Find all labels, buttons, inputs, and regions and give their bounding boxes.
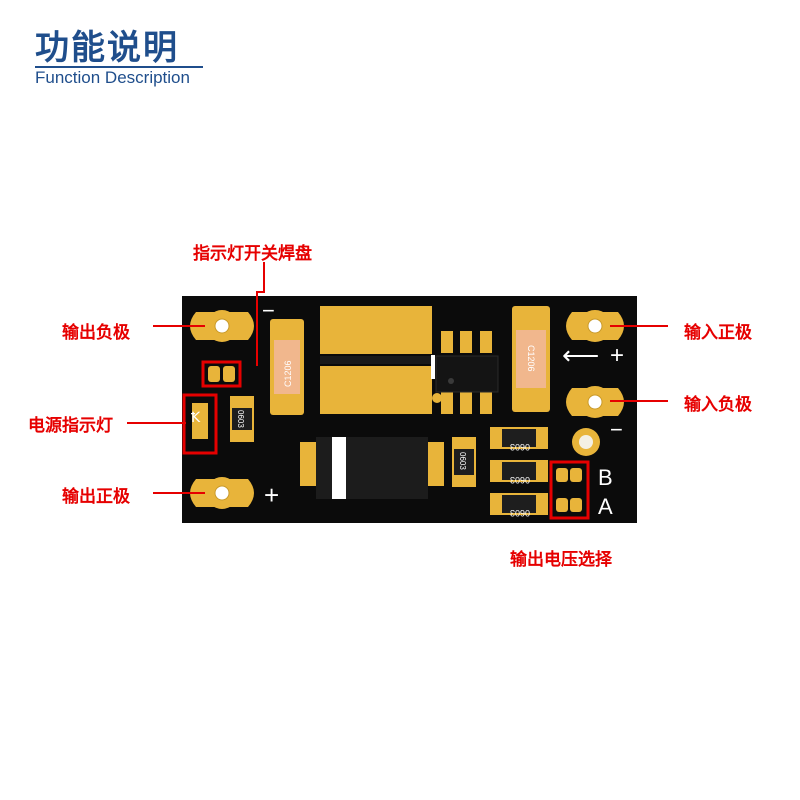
leader-lines	[127, 262, 668, 494]
svg-text:C1206: C1206	[526, 345, 536, 372]
inductor-pads	[320, 306, 432, 414]
svg-text:0603: 0603	[236, 410, 245, 428]
svg-text:Ꝁ: Ꝁ	[191, 409, 201, 425]
resistor-middle: 0603	[452, 437, 476, 487]
svg-text:0603: 0603	[458, 452, 467, 470]
resistor-led: 0603	[230, 396, 254, 442]
test-pad	[572, 428, 600, 456]
indicator-switch-highlight	[201, 360, 242, 388]
svg-text:0603: 0603	[510, 442, 530, 452]
voltage-select-highlight	[549, 460, 590, 520]
title-underline	[35, 66, 203, 68]
indicator-switch-pad	[208, 366, 235, 382]
silk-b: B	[598, 465, 613, 490]
svg-text:C1206: C1206	[283, 360, 293, 387]
input-positive-pad	[566, 310, 624, 342]
page-subtitle: Function Description	[35, 68, 190, 87]
silk-plus-right: +	[610, 342, 624, 369]
label-output-voltage-select: 输出电压选择	[510, 550, 612, 570]
label-power-indicator: 电源指示灯	[28, 416, 113, 436]
label-output-negative: 输出负极	[62, 323, 130, 343]
schottky-diode	[300, 437, 444, 499]
output-negative-pad	[190, 310, 254, 342]
resistor-1: 0603	[490, 427, 548, 452]
silk-minus-left: −	[262, 298, 275, 323]
power-indicator-led: Ꝁ	[191, 403, 208, 439]
resistor-3: 0603	[490, 493, 548, 518]
resistor-2: 0603	[490, 460, 548, 485]
input-negative-pad	[566, 386, 624, 418]
voltage-select-pads	[556, 468, 582, 512]
svg-text:0603: 0603	[510, 475, 530, 485]
page-title: 功能说明	[35, 28, 179, 68]
capacitor-left: C1206	[270, 319, 304, 415]
output-positive-pad	[190, 477, 254, 509]
label-indicator-switch-pad: 指示灯开关焊盘	[193, 244, 312, 264]
ic-chip	[431, 331, 499, 414]
silk-minus-right: −	[610, 417, 623, 442]
label-output-positive: 输出正极	[62, 487, 130, 507]
svg-text:0603: 0603	[510, 508, 530, 518]
label-input-positive: 输入正极	[684, 323, 752, 343]
silk-arrow: ⟵	[562, 340, 599, 370]
silk-plus-left: +	[264, 480, 279, 510]
label-input-negative: 输入负极	[684, 395, 752, 415]
silk-a: A	[598, 494, 613, 519]
capacitor-right: C1206	[512, 306, 550, 412]
